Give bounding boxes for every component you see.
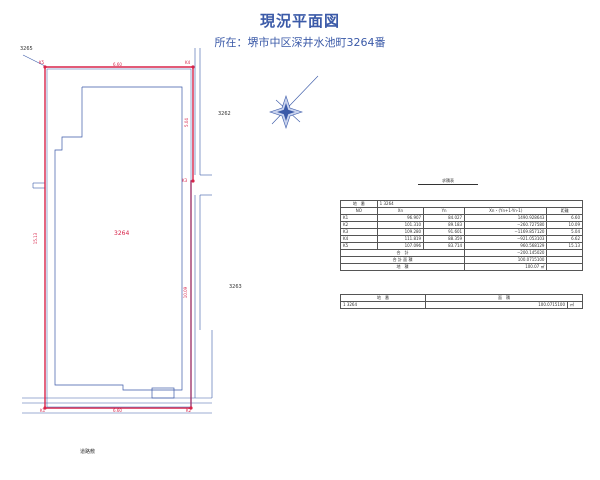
entrance-step <box>151 387 175 399</box>
table-cell: K1 <box>340 214 378 222</box>
table-header: 地 番 <box>340 294 426 302</box>
lot-value-cell: 1 3264 <box>376 200 584 208</box>
dimension-right-lower: 10.09 <box>183 286 189 299</box>
table-header: Yn <box>423 207 466 215</box>
sum-value: −200.145020 <box>464 249 548 257</box>
point-label-k4: K4 <box>185 60 191 65</box>
north-arrow-icon <box>269 75 319 129</box>
table-row: K3 109.280 91.601 −1169.857120 5.04 <box>340 228 583 236</box>
neighbor-label-3262: 3262 <box>218 111 231 117</box>
table-cell: −921.053103 <box>464 235 548 243</box>
point-label-k1: K1 <box>40 408 46 413</box>
lot-area-summary-table: 地 番 面 積 1 3264 100.0715100 ㎡ <box>340 294 583 309</box>
table-cell: 960.568129 <box>464 242 548 250</box>
table-cell: K2 <box>340 221 378 229</box>
table-cell: 84.027 <box>423 214 466 222</box>
table-cell: 5.04 <box>546 228 583 236</box>
point-label-k3: K3 <box>182 178 188 183</box>
table-header: Xn <box>376 207 425 215</box>
table-cell: K5 <box>340 242 378 250</box>
dimension-top: 6.60 <box>113 62 122 67</box>
table-cell: 91.601 <box>423 228 466 236</box>
table-header: NO <box>340 207 378 215</box>
table-row: K2 101.310 89.183 −260.727580 10.09 <box>340 221 583 229</box>
table-cell: 10.09 <box>546 221 583 229</box>
area-calculation-table: 地 番 1 3264 NO Xn Yn Xn・(Yn+1-Yn-1) 距離 K1… <box>339 200 584 271</box>
table-row: K4 111.819 88.359 −921.053103 6.62 <box>340 235 583 243</box>
double-area-row: 合 計 面 積 100.0715100 <box>339 256 583 264</box>
table-header: Xn・(Yn+1-Yn-1) <box>464 207 548 215</box>
table-row: K5 107.096 83.714 960.568129 15.13 <box>340 242 583 250</box>
table-cell: 101.310 <box>376 221 425 229</box>
point-label-k2: K2 <box>186 408 192 413</box>
area-unit: ㎡ <box>540 264 545 269</box>
neighbor-boundaries <box>22 48 213 414</box>
table-row: 1 3264 100.0715100 ㎡ <box>340 301 583 309</box>
table-cell: 100.0715100 <box>425 301 568 309</box>
table-cell: 109.280 <box>376 228 425 236</box>
boundary-points <box>43 65 195 410</box>
building-outline <box>54 86 183 391</box>
neighbor-label-3263: 3263 <box>229 284 242 290</box>
table-cell: K4 <box>340 235 378 243</box>
table-cell: 89.183 <box>423 221 466 229</box>
area-label: 地 積 <box>339 263 466 271</box>
dimension-right-upper: 5.04 <box>183 118 189 127</box>
table-cell: 88.359 <box>423 235 466 243</box>
table-cell: 107.096 <box>376 242 425 250</box>
dimension-bottom: 6.60 <box>113 408 122 413</box>
page-title: 現況平面図 <box>259 12 340 30</box>
sum-row: 合 計 −200.145020 <box>339 249 583 257</box>
table-cell: 6.60 <box>546 214 583 222</box>
neighbor-label-3265: 3265 <box>20 46 33 52</box>
table-cell: 15.13 <box>546 242 583 250</box>
table-row: K1 96.907 84.027 1490.928643 6.60 <box>340 214 583 222</box>
dimension-left: 15.13 <box>33 232 39 245</box>
table-cell: 1 3264 <box>340 301 426 309</box>
location-subtitle: 所在：堺市中区深井水池町3264番 <box>214 36 386 49</box>
area-row: 地 積 100.07 ㎡ <box>339 263 583 271</box>
table-cell: K3 <box>340 228 378 236</box>
sum-label: 合 計 <box>339 249 466 257</box>
double-area-value: 100.0715100 <box>464 256 548 264</box>
table-cell: 111.819 <box>376 235 425 243</box>
table-cell: 83.714 <box>423 242 466 250</box>
point-label-k5: K5 <box>39 60 45 65</box>
table-header: 面 積 <box>425 294 583 302</box>
lot-label-cell: 地 番 <box>340 200 378 208</box>
double-area-label: 合 計 面 積 <box>339 256 466 264</box>
table-cell: 1490.928643 <box>464 214 548 222</box>
table-cell: −1169.857120 <box>464 228 548 236</box>
table-header: 距離 <box>546 207 583 215</box>
table-cell: −260.727580 <box>464 221 548 229</box>
table-cell: ㎡ <box>567 301 583 309</box>
table-cell: 6.62 <box>546 235 583 243</box>
lot-boundary <box>44 66 194 409</box>
table-cell: 96.907 <box>376 214 425 222</box>
lot-number-label: 3264 <box>114 230 130 237</box>
road-label: 道路敷 <box>80 449 96 455</box>
calc-table-caption: 求積表 <box>418 178 478 185</box>
area-value: 100.07 <box>525 264 540 269</box>
